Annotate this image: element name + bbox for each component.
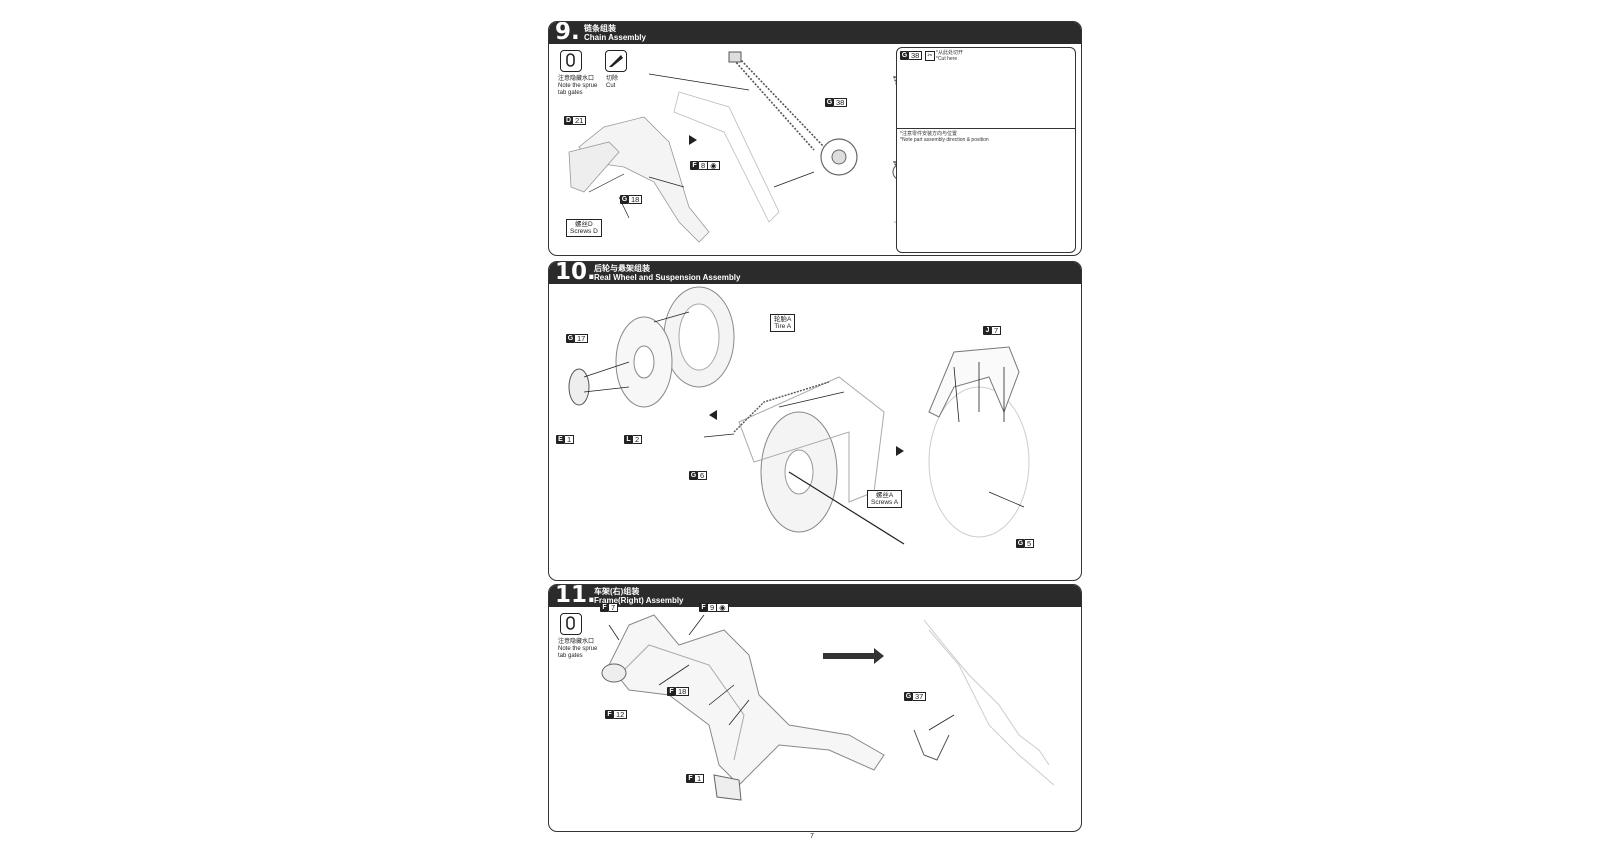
- step-10-illustration: [568, 286, 1030, 545]
- page-number: 7: [810, 833, 814, 840]
- step-9-number: 9.: [555, 21, 580, 45]
- step-10-number: 10.: [555, 261, 596, 285]
- step-10-header: 10. 后轮与悬架组装 Real Wheel and Suspension As…: [549, 261, 1081, 285]
- sprue-gate-note: 注意隐藏水口 Note the sprue tab gates: [558, 639, 598, 659]
- inset-divider: [897, 128, 1075, 129]
- step-10-panel: 10. 后轮与悬架组装 Real Wheel and Suspension As…: [548, 261, 1082, 581]
- cut-note: 切除 Cut: [606, 76, 619, 89]
- step-11-illustration: [601, 614, 1055, 801]
- cut-icon-small: ✂: [925, 51, 935, 61]
- sprue-gate-icon: [560, 50, 582, 72]
- glue-icon: ◉: [717, 603, 729, 612]
- inset-direction-note: *注意零件安装方向与位置*Note part assembly directio…: [900, 131, 989, 143]
- step-10-title: 后轮与悬架组装 Real Wheel and Suspension Assemb…: [594, 264, 741, 282]
- step-9-header: 9. 链条组装 Chain Assembly: [549, 21, 1081, 45]
- step-9-panel: 9. 链条组装 Chain Assembly 注意隐藏水口 Note the s…: [548, 21, 1082, 256]
- step-11-title: 车架(右)组装 Frame(Right) Assembly: [594, 587, 684, 605]
- step-11-number: 11.: [555, 584, 596, 608]
- glue-icon: ◉: [708, 161, 720, 170]
- step-11-panel: 11. 车架(右)组装 Frame(Right) Assembly 注意隐藏水口…: [548, 584, 1082, 832]
- step-9-title: 链条组装 Chain Assembly: [584, 24, 646, 42]
- inset-cut-note: *从此处切开*Cut here: [936, 50, 963, 62]
- sprue-gate-note: 注意隐藏水口 Note the sprue tab gates: [558, 76, 598, 96]
- cut-icon: [605, 50, 627, 72]
- step-11-header: 11. 车架(右)组装 Frame(Right) Assembly: [549, 584, 1081, 608]
- sprue-gate-icon: [560, 613, 582, 635]
